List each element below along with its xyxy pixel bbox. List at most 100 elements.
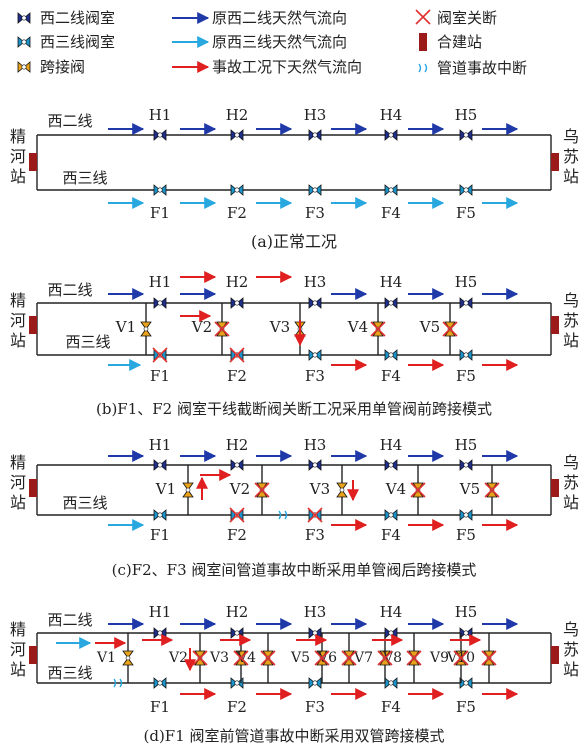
panel-a-valve-f2-hub [234,187,240,193]
panel-d-pipe-break [113,678,123,688]
panel-d-valve-f4 [384,677,398,689]
panel-d-cross-valve-v1-top [122,650,134,659]
panel-c-left-station-block [29,479,37,497]
panel-d-valve-h4-hub [388,630,394,636]
panel-d-label-h2: H2 [226,603,249,621]
legend-closed-x-icon [415,9,431,25]
panel-d-west3-label: 西三线 [47,664,92,682]
panel-c-valve-f1 [153,509,167,521]
panel-c-valve-f5-right [465,509,473,521]
panel-a-valve-f3 [308,184,322,196]
panel-d-left-station-char-2: 河 [10,640,26,659]
panel-a-valve-f1-left [153,184,161,196]
panel-d-valve-f3-right [314,677,322,689]
panel-b-valve-f5-right [465,349,473,361]
panel-a-valve-f5-right [465,184,473,196]
panel-b-closed-f1-b [152,347,168,363]
panel-d-closed-cross-9-b [453,650,469,666]
panel-d-closed-cross-10-b [481,650,497,666]
panel-d-closed-cross-4 [260,650,276,666]
panel-b-valve-f5 [459,349,473,361]
panel-b-valve-f3-right [314,349,322,361]
panel-d-closed-cross-4-b [260,650,276,666]
panel-d-pipe-break-b [119,678,123,688]
panel-d-left-station-block [29,646,37,664]
panel-c-closed-f3 [307,507,323,523]
panel-b-label-v1: V1 [115,318,136,336]
panel-b-valve-h2-right [236,297,244,309]
panel-d-label-v3: V3 [209,650,229,666]
panel-c-valve-f4-right [390,509,398,521]
panel-a-valve-f3-right [314,184,322,196]
panel-c-valve-h4-hub [388,462,394,468]
panel-c-left-station-char-1: 精 [10,453,26,472]
panel-d-valve-f3-left [308,677,316,689]
panel-b-valve-f4-hub [388,352,394,358]
panel-c-right-station-char-1: 乌 [563,453,579,472]
panel-c-valve-f1-hub [157,512,163,518]
panel-b-left-station-char-3: 站 [10,331,26,350]
panel-d-pipe-break-a [113,678,117,688]
panel-b-valve-h2 [230,297,244,309]
legend-west3-valve-icon-hub [21,39,27,45]
panel-d-valve-f3-hub [312,680,318,686]
panel-d-valve-h3-left [308,627,316,639]
panel-b-closed-cross-3-b [442,321,458,337]
panel-b-closed-f2-b [229,347,245,363]
panel-d-label-h1: H1 [149,603,172,621]
panel-c-label-h5: H5 [455,436,478,454]
panel-c-valve-f1-left [153,509,161,521]
panel-d-closed-cross-6 [341,650,357,666]
panel-b-closed-cross-1 [214,321,230,337]
panel-b-valve-h4-left [384,297,392,309]
panel-c-label-f1: F1 [150,526,170,544]
legend-break-icon-a [418,63,422,73]
legend-cross-valve-icon-right [23,61,31,73]
panel-d-valve-h3-hub [312,630,318,636]
panel-c-valve-h3 [308,459,322,471]
panel-c-valve-f5-left [459,509,467,521]
panel-b-closed-cross-1-b [214,321,230,337]
panel-c-closed-cross-3 [484,482,500,498]
panel-d-closed-cross-3 [233,650,249,666]
panel-d-closed-cross-10 [481,650,497,666]
panel-b-closed-f1 [152,347,168,363]
panel-a-label-f4: F4 [381,204,401,222]
panel-a-valve-h3-right [314,129,322,141]
panel-b-label-h5: H5 [455,273,478,291]
legend-break-icon-b [424,63,428,73]
panel-d-right-station-char-2: 苏 [563,640,579,659]
panel-d-left-station-char-3: 站 [10,660,26,679]
panel-d-closed-cross-5-b [314,650,330,666]
panel-b-left-station-block [29,316,37,334]
panel-a-valve-h2 [230,129,244,141]
panel-d-label-v7: V7 [353,650,373,666]
panel-d-closed-cross-8-b [406,650,422,666]
panel-b-right-station-block [551,316,559,334]
panel-c-cross-valve-v3-hub [339,487,345,493]
panel-a-valve-h4-hub [388,132,394,138]
panel-b-valve-h1 [153,297,167,309]
legend-accident-flow-label: 事故工况下天然气流向 [212,58,362,76]
panel-c-valve-f5 [459,509,473,521]
panel-b-left-station-char-2: 河 [10,311,26,330]
panel-d-label-f3: F3 [305,698,325,716]
panel-d-closed-cross-5 [314,650,330,666]
panel-c-cross-valve-v1-hub [185,487,191,493]
panel-d-valve-h2-hub [234,630,240,636]
panel-b-valve-h3 [308,297,322,309]
panel-b-label-v4: V4 [347,318,368,336]
panel-c-left-station-char-3: 站 [10,493,26,512]
panel-c-closed-f3-b [307,507,323,523]
legend-station-label: 合建站 [437,33,482,51]
panel-c-valve-h5 [459,459,473,471]
panel-b-valve-h3-hub [312,300,318,306]
legend-west2-flow-label: 原西二线天然气流向 [212,9,347,27]
panel-b-cross-valve-v1-top [140,321,152,330]
panel-c-west3-label: 西三线 [62,494,107,512]
panel-d-label-f5: F5 [456,698,476,716]
panel-c-valve-h1-left [153,459,161,471]
panel-d-valve-f5 [459,677,473,689]
panel-c-pipe-break-a [278,510,282,520]
